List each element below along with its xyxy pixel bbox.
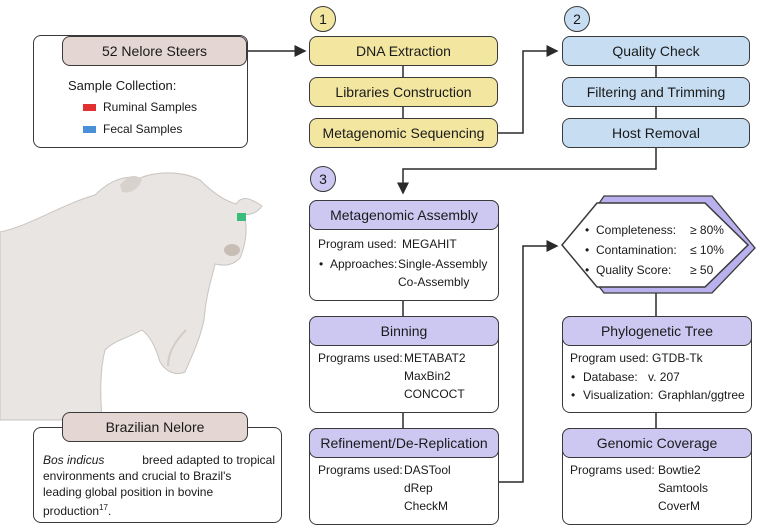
quality-bullet-2: • xyxy=(585,243,590,257)
coverage-title: Genomic Coverage xyxy=(596,435,718,451)
host-removal-label: Host Removal xyxy=(612,125,700,141)
coverage-program-coverm: CoverM xyxy=(658,499,701,513)
phylo-program-label: Program used: xyxy=(570,351,649,365)
nelore-line-1: Bos indicus breed adapted to tropical xyxy=(43,452,275,468)
contamination-value: ≤ 10% xyxy=(690,243,724,257)
refinement-program-checkm: CheckM xyxy=(404,499,449,513)
step-2-badge: 2 xyxy=(564,6,590,32)
sample-collection-label: Sample Collection: xyxy=(68,78,177,93)
binning-title: Binning xyxy=(380,323,428,339)
refinement-programs-label: Programs used: xyxy=(318,463,403,477)
nelore-line-3: leading global position in bovine xyxy=(43,485,214,499)
phylo-vis: Graphlan/ggtree xyxy=(658,388,745,402)
arrow-seq-to-quality xyxy=(498,45,559,134)
step-1-number: 1 xyxy=(319,11,327,27)
arrow-refine-to-quality xyxy=(499,240,559,483)
refinement-title: Refinement/De-Replication xyxy=(320,435,488,451)
step-3-badge: 3 xyxy=(310,166,336,192)
quality-check-label: Quality Check xyxy=(612,43,700,59)
phylo-program: GTDB-Tk xyxy=(652,351,703,365)
libraries-construction-label: Libraries Construction xyxy=(335,84,472,100)
metagenomic-sequencing-label: Metagenomic Sequencing xyxy=(322,125,485,141)
assembly-program: MEGAHIT xyxy=(402,237,457,251)
assembly-bullet: • xyxy=(319,257,324,271)
coverage-programs-label: Programs used: xyxy=(570,463,655,477)
steers-title: 52 Nelore Steers xyxy=(101,43,208,59)
assembly-header: Metagenomic Assembly xyxy=(309,200,499,230)
refinement-program-drep: dRep xyxy=(404,481,433,495)
coverage-program-samtools: Samtools xyxy=(658,481,709,495)
nelore-cattle-image xyxy=(0,172,263,421)
binning-programs-label: Programs used: xyxy=(318,351,403,365)
nelore-species: Bos indicus xyxy=(43,453,105,467)
step-3-number: 3 xyxy=(319,171,327,187)
binning-header: Binning xyxy=(309,316,499,346)
nelore-header: Brazilian Nelore xyxy=(62,412,248,442)
assembly-approaches-label: Approaches: xyxy=(330,257,398,271)
fecal-legend-label: Fecal Samples xyxy=(103,122,183,136)
metagenomic-sequencing-step: Metagenomic Sequencing xyxy=(309,118,498,148)
nelore-line-4-end: . xyxy=(107,504,112,518)
refinement-program-dastool: DASTool xyxy=(404,463,451,477)
quality-bullet-1: • xyxy=(585,223,590,237)
quality-hexagon xyxy=(561,202,750,288)
nelore-line-4: production17. xyxy=(43,500,111,519)
refinement-header: Refinement/De-Replication xyxy=(309,428,499,458)
steers-header: 52 Nelore Steers xyxy=(62,36,247,66)
assembly-approach-single: Single-Assembly xyxy=(398,257,488,271)
completeness-value: ≥ 80% xyxy=(690,223,724,237)
binning-program-maxbin2: MaxBin2 xyxy=(404,369,451,383)
binning-program-concoct: CONCOCT xyxy=(404,387,465,401)
quality-check-step: Quality Check xyxy=(562,36,750,66)
assembly-approach-co: Co-Assembly xyxy=(398,275,470,289)
filtering-trimming-label: Filtering and Trimming xyxy=(586,84,726,100)
quality-score-label: Quality Score: xyxy=(596,263,672,277)
libraries-construction-step: Libraries Construction xyxy=(309,77,498,107)
phylo-bullet-2: • xyxy=(571,388,576,402)
phylo-title: Phylogenetic Tree xyxy=(600,323,714,339)
host-removal-step: Host Removal xyxy=(562,118,750,148)
fecal-legend-swatch xyxy=(83,126,96,133)
phylo-bullet-1: • xyxy=(571,370,576,384)
step-2-number: 2 xyxy=(573,11,581,27)
step-1-badge: 1 xyxy=(310,6,336,32)
phylo-database-label: Database: xyxy=(583,370,638,384)
filtering-trimming-step: Filtering and Trimming xyxy=(562,77,750,107)
ruminal-legend-swatch xyxy=(83,104,96,111)
quality-bullet-3: • xyxy=(585,263,590,277)
assembly-program-label: Program used: xyxy=(318,237,397,251)
assembly-title: Metagenomic Assembly xyxy=(330,207,478,223)
nelore-line-1-rest: breed adapted to tropical xyxy=(142,453,275,467)
quality-score-value: ≥ 50 xyxy=(690,263,714,277)
coverage-header: Genomic Coverage xyxy=(562,428,752,458)
coverage-program-bowtie2: Bowtie2 xyxy=(658,463,701,477)
phylo-database: v. 207 xyxy=(648,370,680,384)
nelore-description-box xyxy=(33,427,282,523)
nelore-line-2: environments and crucial to Brazil's xyxy=(43,469,232,483)
phylo-header: Phylogenetic Tree xyxy=(562,316,752,346)
binning-program-metabat2: METABAT2 xyxy=(404,351,466,365)
nelore-reference: 17 xyxy=(99,503,108,512)
ruminal-legend-label: Ruminal Samples xyxy=(103,100,198,114)
dna-extraction-label: DNA Extraction xyxy=(356,43,451,59)
contamination-label: Contamination: xyxy=(596,243,677,257)
phylo-vis-label: Visualization: xyxy=(583,388,654,402)
dna-extraction-step: DNA Extraction xyxy=(309,36,498,66)
completeness-label: Completeness: xyxy=(596,223,677,237)
nelore-title: Brazilian Nelore xyxy=(105,419,205,435)
arrow-host-to-assembly xyxy=(397,148,657,195)
nelore-line-4-text: production xyxy=(43,504,100,518)
